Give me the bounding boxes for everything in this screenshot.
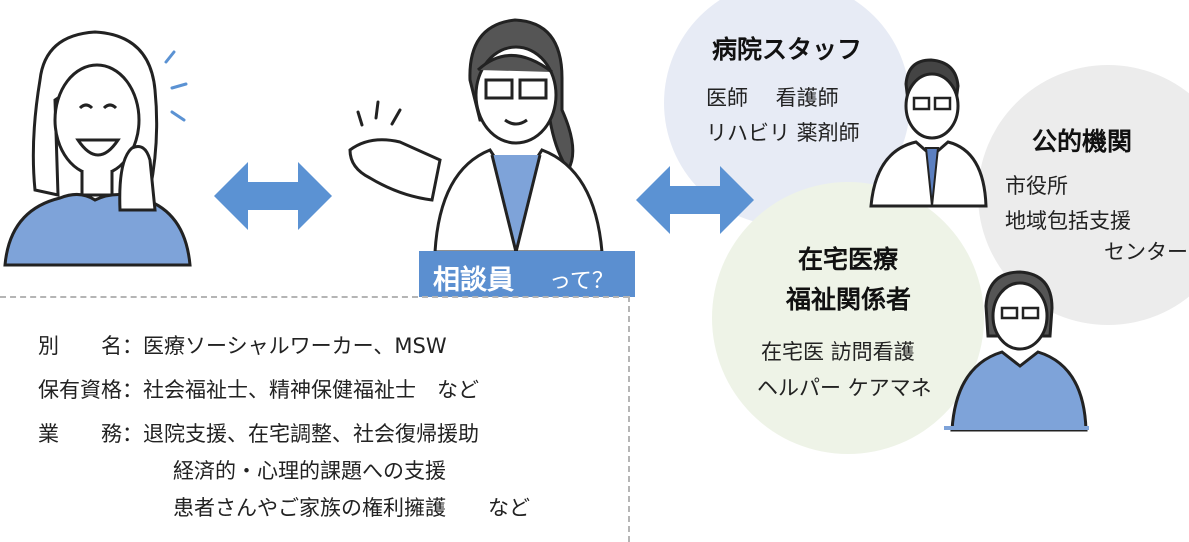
info-row-alias: 別 名：医療ソーシャルワーカー、MSW xyxy=(38,330,447,360)
public-agency-line-1: 市役所 xyxy=(1005,174,1068,198)
label-main-text: 相談員 xyxy=(433,265,514,296)
consultant-label: 相談員 って？ xyxy=(419,251,635,297)
public-agency-title: 公的機関 xyxy=(1032,127,1133,156)
double-arrow-icon xyxy=(636,166,754,234)
patient-woman-illustration xyxy=(3,30,192,267)
info-key: 業 務： xyxy=(38,422,143,446)
home-care-title-1: 在宅医療 xyxy=(798,245,899,274)
hospital-staff-title: 病院スタッフ xyxy=(712,35,863,64)
info-value: 医療ソーシャルワーカー、MSW xyxy=(143,334,447,358)
info-key: 別 名： xyxy=(38,334,143,358)
info-value: 退院支援、在宅調整、社会復帰援助 xyxy=(143,422,479,446)
hospital-staff-line-2: リハビリ 薬剤師 xyxy=(706,121,860,145)
woman-official-illustration xyxy=(944,270,1089,432)
info-row-duties: 業 務：退院支援、在宅調整、社会復帰援助 xyxy=(38,418,479,448)
info-frame-right xyxy=(628,296,630,542)
consultant-illustration xyxy=(348,18,604,254)
home-care-line-2: ヘルパー ケアマネ xyxy=(757,376,932,400)
home-care-title-2: 福祉関係者 xyxy=(786,285,912,314)
home-care-line-1: 在宅医 訪問看護 xyxy=(761,340,915,364)
info-frame-top xyxy=(0,296,629,298)
double-arrow-icon xyxy=(214,162,332,230)
info-duties-line-2: 経済的・心理的課題への支援 xyxy=(173,459,446,483)
info-duties-line-3: 患者さんやご家族の権利擁護 など xyxy=(173,496,530,520)
home-care-circle xyxy=(712,182,984,454)
doctor-illustration xyxy=(869,58,988,208)
public-agency-line-2: 地域包括支援 xyxy=(1005,209,1131,233)
sparkle-lines-icon xyxy=(164,50,188,122)
info-row-qualification: 保有資格：社会福祉士、精神保健福祉士 など xyxy=(38,374,479,404)
label-sub-text: って？ xyxy=(549,269,614,294)
hospital-staff-line-1: 医師 看護師 xyxy=(706,86,839,110)
info-key: 保有資格： xyxy=(38,378,143,402)
public-agency-line-3: センター xyxy=(1104,240,1188,264)
info-value: 社会福祉士、精神保健福祉士 など xyxy=(143,378,479,402)
